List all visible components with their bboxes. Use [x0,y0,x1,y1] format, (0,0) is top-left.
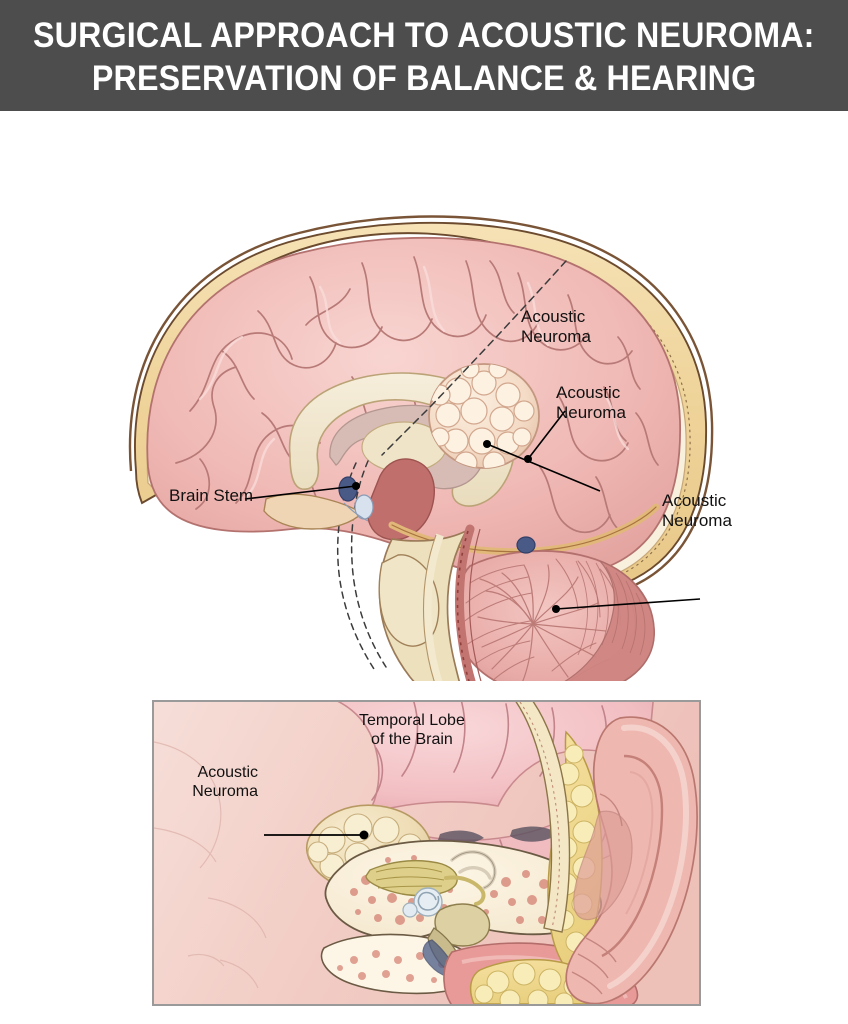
dot-an-1 [524,455,532,463]
facial-nerve [444,875,486,906]
cranial-bone-strip [515,702,571,933]
dot-inset-an [359,830,369,840]
vessel-edge [468,528,482,681]
arbor-vitae [461,558,636,681]
midbrain [367,458,435,541]
cranial-bone [515,702,571,933]
dot-brain-stem [352,482,360,490]
cranial-diploe-dots [519,702,561,929]
antihelix [601,754,664,958]
auditory-nerve-group [365,859,486,906]
vessel-dotted-line [456,530,470,681]
transverse-sinus [516,536,536,554]
ear-inset-illustration: Temporal Lobe of the Brain Acoustic Neur… [152,700,701,1006]
helix-highlight [607,724,689,989]
canal-outlines [451,851,496,889]
title-line-2: PRESERVATION OF BALANCE & HEARING [91,58,757,98]
brainstem-group [378,524,482,681]
brain-svg [128,215,714,681]
sella-pituitary-group [263,476,374,530]
leader-an-2 [486,443,601,492]
brain-sagittal-illustration [0,111,848,681]
title-banner: SURGICAL APPROACH TO ACOUSTIC NEUROMA: P… [0,0,848,111]
dot-an-2 [483,440,491,448]
approach-path-main [381,260,567,456]
pituitary-stalk [343,502,369,522]
surgical-approach-dashed-lines [381,260,567,456]
ear-inset-svg [154,702,699,1004]
cerebellum-group [455,550,655,681]
antihelix-inner [625,771,654,915]
leader-dots [352,440,560,613]
cochlea-spiral [417,891,440,911]
leader-brain-stem [244,485,357,500]
leader-lines [244,410,701,610]
concha [573,810,633,921]
cerebellar-hemisphere [564,560,655,681]
title-line-1: SURGICAL APPROACH TO ACOUSTIC NEUROMA: [33,15,815,55]
leader-an-1 [527,410,566,460]
skin-contours [154,741,267,989]
anterior-stripe-edge [422,534,437,681]
posterior-vessel-band [455,524,476,681]
cochlea-turn [402,902,418,918]
gyri-highlights [198,265,630,499]
hemisphere-striations [575,560,646,656]
mastoid-speckle [337,950,446,983]
pinna-detail-lines [571,793,623,995]
nerve-striations [375,867,445,889]
anterior-stripe [423,533,444,681]
scalp-outline [128,215,714,588]
leader-an-3 [555,598,701,610]
cochlea-group [402,887,443,918]
pinna-group [565,716,698,1004]
dot-an-3 [552,605,560,613]
